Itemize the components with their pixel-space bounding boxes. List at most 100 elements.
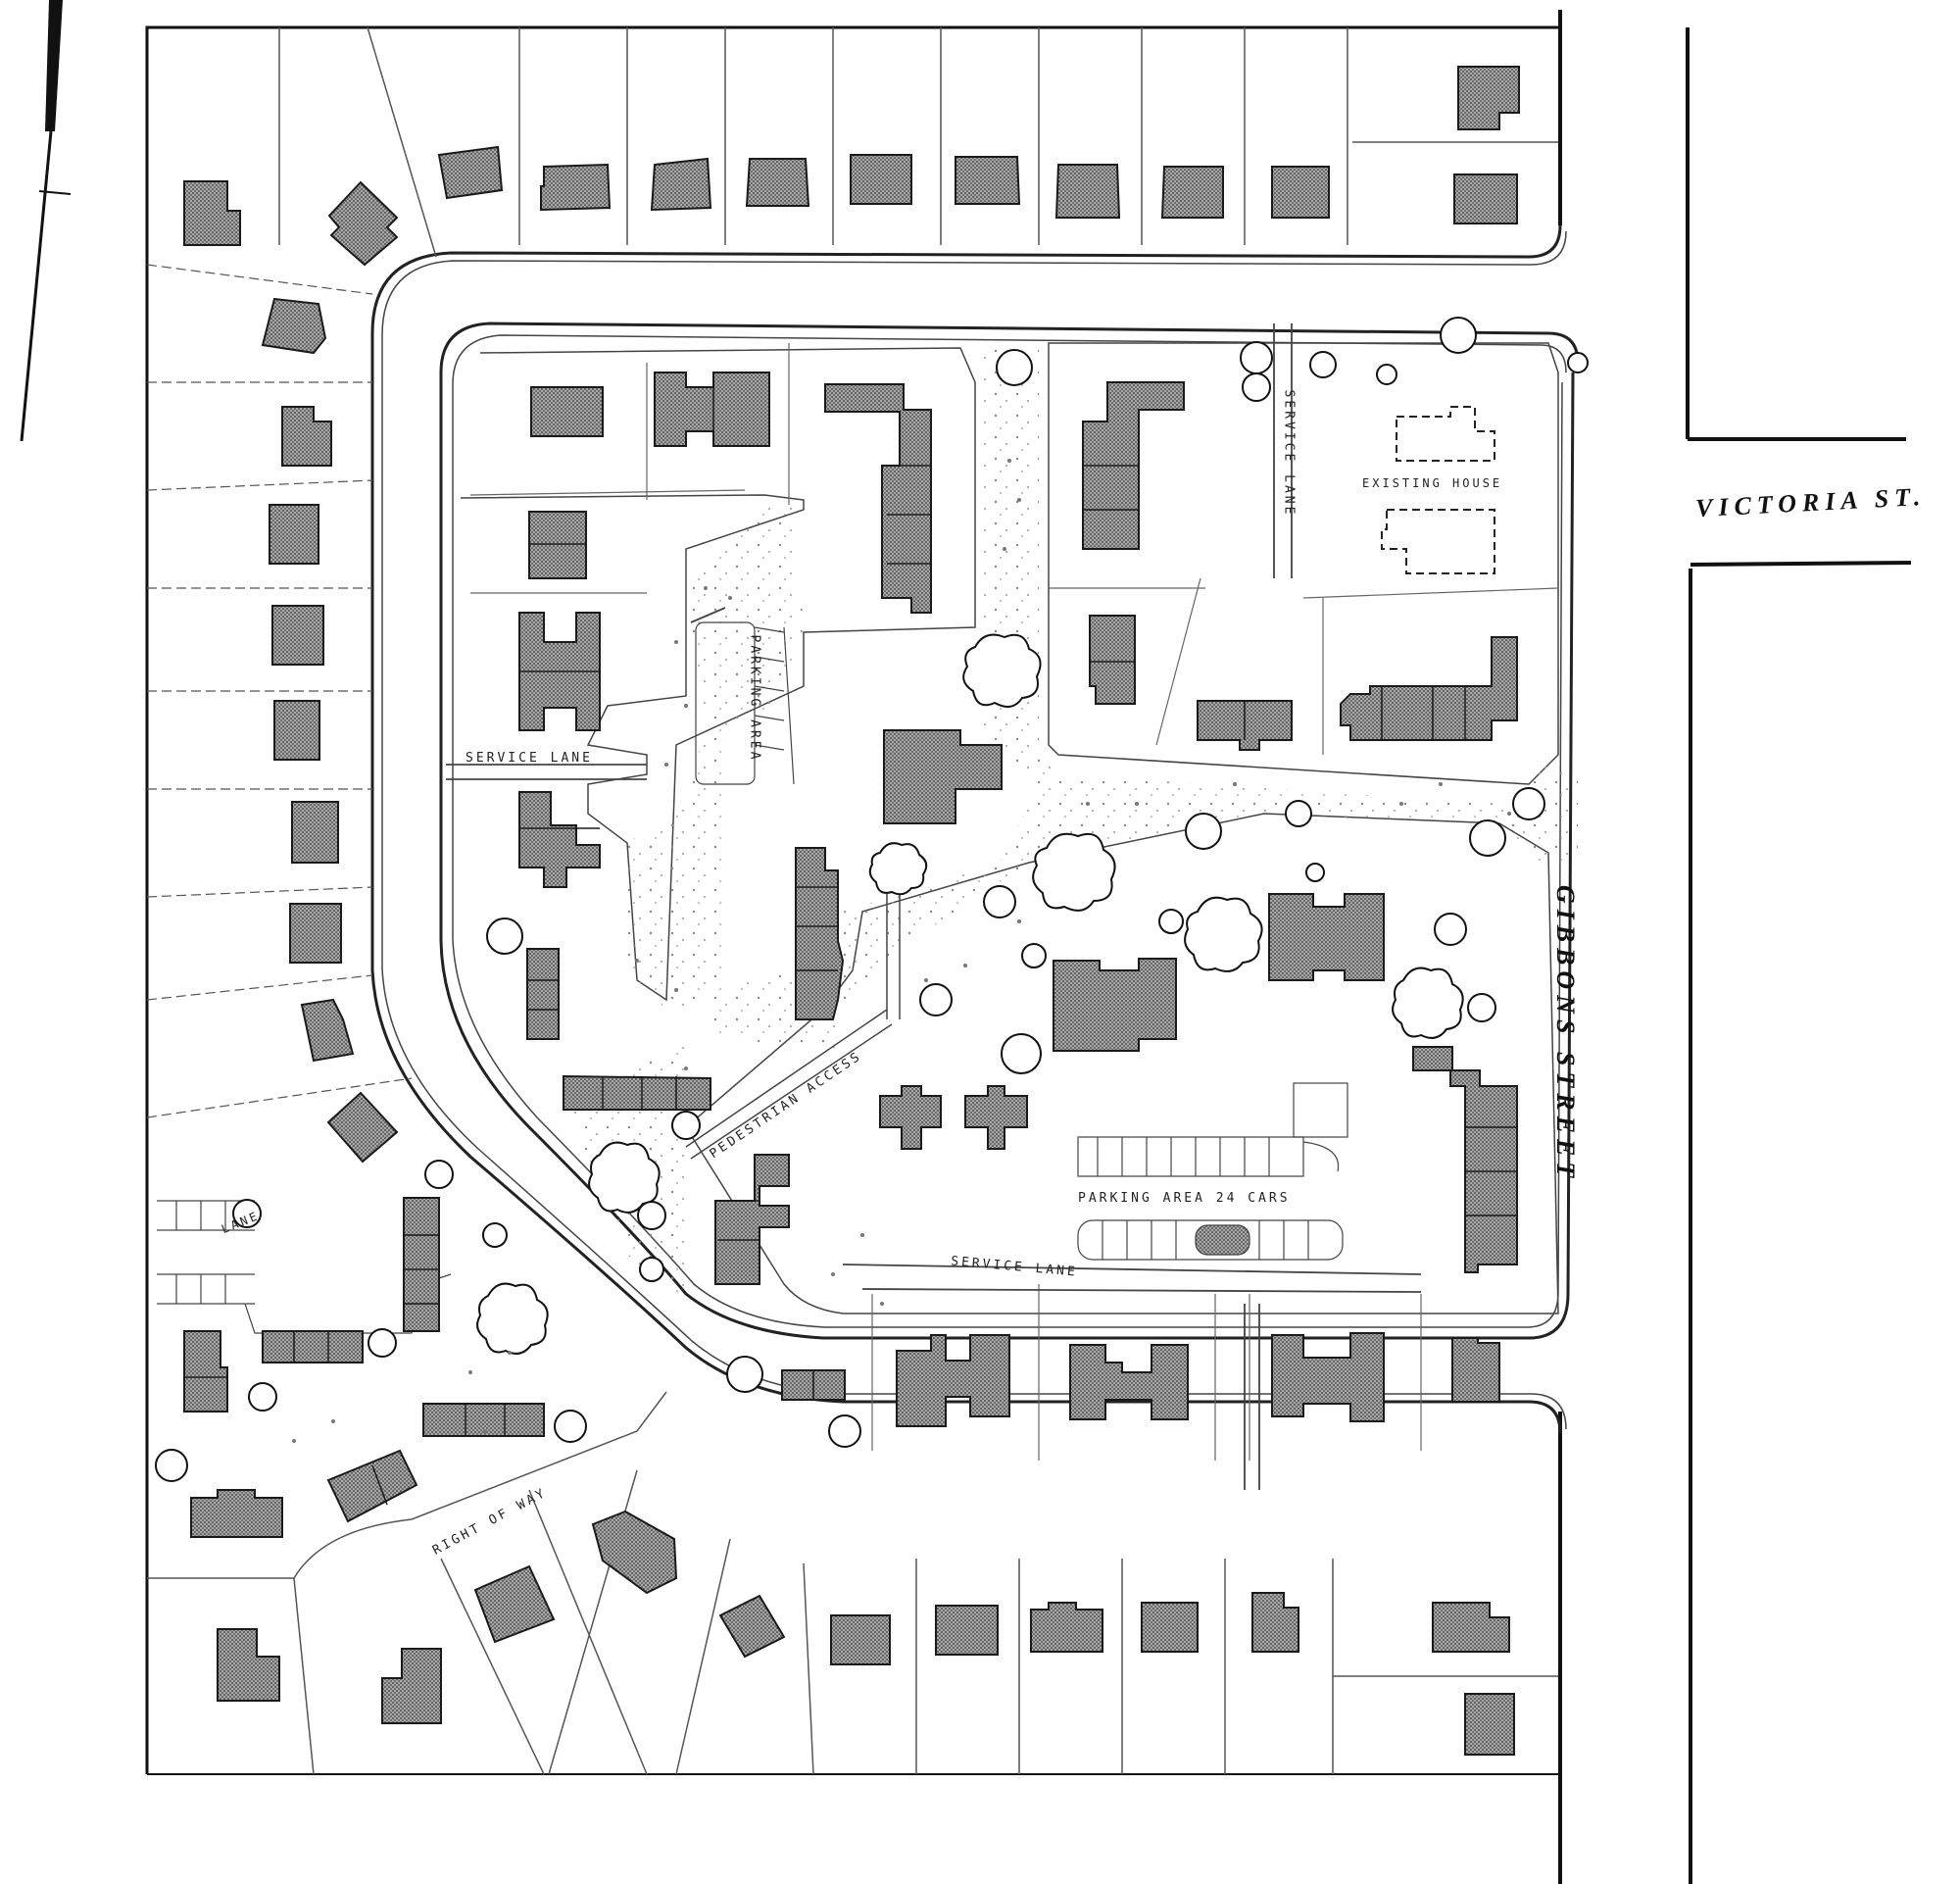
building: [883, 729, 1003, 824]
building: [718, 1594, 786, 1659]
building: [261, 297, 327, 355]
tree-icon: [1305, 863, 1325, 882]
tree-icon: [962, 633, 1042, 708]
tree-icon: [1184, 896, 1263, 972]
building: [1268, 893, 1385, 981]
tree-icon: [1512, 787, 1545, 820]
building: [1089, 615, 1136, 705]
tree-icon: [1021, 943, 1047, 968]
tree-icon: [368, 1328, 397, 1358]
building: [1453, 174, 1518, 224]
building: [1412, 1046, 1518, 1273]
building: [563, 1074, 711, 1111]
tree-icon: [482, 1222, 508, 1248]
loop-road-inner-edge-2: [452, 334, 1567, 1328]
tree-icon: [1392, 967, 1464, 1039]
building: [1271, 1332, 1385, 1422]
tree-icon: [486, 917, 523, 955]
tree-icon: [983, 885, 1016, 918]
building: [262, 1330, 364, 1363]
tree-icon: [637, 1201, 666, 1230]
gibbons-street-label: GIBBONS STREET: [1551, 884, 1581, 1184]
central-green-path: [706, 343, 1578, 1049]
building: [1251, 1592, 1299, 1653]
parking-area-bottom: [1077, 1082, 1348, 1261]
building: [1451, 1337, 1500, 1403]
building: [422, 1403, 545, 1437]
building: [1464, 1693, 1515, 1756]
building: [955, 156, 1021, 205]
site-boundary: [145, 25, 1558, 1774]
lot-lines-inner: [469, 343, 1559, 1461]
building: [1053, 958, 1177, 1052]
buildings: [183, 66, 1520, 1756]
building: [1069, 1344, 1189, 1420]
tree-icon: [1376, 364, 1397, 385]
building: [1054, 164, 1121, 219]
building: [1432, 1602, 1510, 1653]
building: [518, 791, 601, 888]
tree-icon: [671, 1111, 701, 1140]
building: [291, 801, 339, 864]
lot-lines-north: [278, 26, 1558, 258]
tree-icon: [1440, 317, 1477, 354]
tree-icon: [639, 1257, 664, 1282]
tree-icon: [155, 1449, 188, 1482]
building: [271, 605, 324, 666]
building: [381, 1648, 442, 1724]
tree-icon: [1032, 832, 1116, 912]
lot-lines-south: [147, 1391, 1558, 1775]
tree-icon: [1469, 819, 1506, 857]
building: [326, 1449, 418, 1523]
tree-icon: [1434, 913, 1467, 946]
tree-icon: [1185, 813, 1222, 850]
building: [1030, 1602, 1103, 1653]
tree-icon: [1285, 800, 1312, 827]
building: [403, 1197, 440, 1332]
building: [473, 1564, 556, 1644]
tree-icon: [424, 1160, 454, 1189]
north-arrow-icon: [20, 0, 72, 442]
building: [795, 847, 845, 1020]
parking-area-bottom-label: PARKING AREA 24 CARS: [1078, 1191, 1291, 1206]
building: [326, 1091, 399, 1164]
service-lane-left-label: SERVICE LANE: [466, 751, 593, 766]
building: [281, 406, 332, 467]
building: [964, 1085, 1028, 1150]
building: [896, 1334, 1010, 1427]
building: [437, 145, 504, 200]
building: [714, 1154, 790, 1285]
building: [1160, 166, 1224, 219]
parking-area-southwest: [157, 1200, 452, 1334]
tree-icon: [726, 1356, 763, 1393]
tree-icon: [232, 1199, 262, 1228]
tree-icon: [554, 1410, 587, 1443]
tree-icon: [1467, 993, 1496, 1022]
tree-icon: [476, 1282, 549, 1355]
tree-icon: [1309, 351, 1337, 378]
building: [1457, 66, 1520, 130]
building: [327, 180, 399, 267]
building-unit-lines: [184, 387, 1517, 1506]
building: [183, 180, 241, 246]
trees: [155, 317, 1589, 1482]
building: [935, 1605, 999, 1656]
west-green-path: [627, 500, 804, 1010]
building: [528, 511, 587, 579]
tree-icon: [919, 983, 953, 1016]
building: [183, 1330, 228, 1413]
parking-area-top: [695, 621, 795, 785]
building: [1141, 1602, 1199, 1653]
building: [1271, 166, 1330, 219]
parking-area-top-label: PARKING AREA: [747, 634, 762, 763]
tree-icon: [868, 842, 928, 896]
tree-icon: [1242, 372, 1271, 402]
building: [300, 998, 355, 1063]
tree-icon: [1567, 352, 1589, 373]
existing-house-label: EXISTING HOUSE: [1362, 476, 1503, 490]
tree-icon: [1158, 909, 1184, 934]
building: [540, 163, 612, 212]
tree-icon: [996, 349, 1033, 386]
building: [530, 386, 604, 437]
